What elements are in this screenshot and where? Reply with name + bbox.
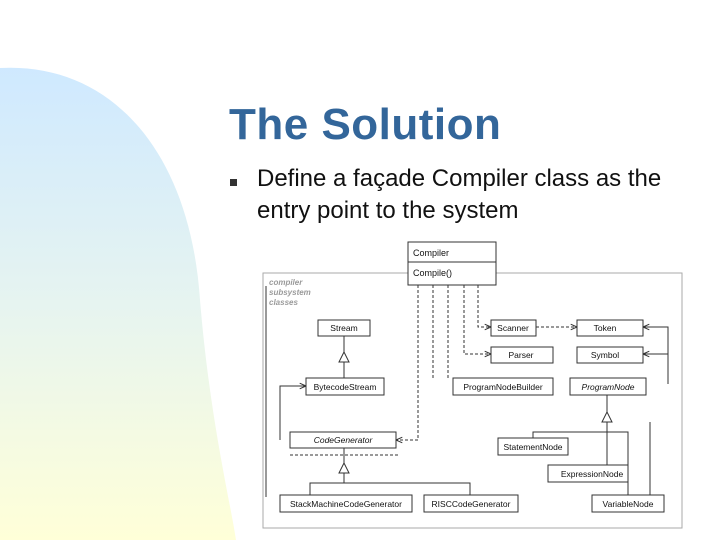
compiler-class-name: Compiler [413,248,449,258]
subsystem-label-line-1: compiler [269,278,303,287]
expression-node-class-name: ExpressionNode [561,469,624,479]
parser-class-name: Parser [508,350,533,360]
parser-class-box [490,346,554,364]
statement-node-class-box [497,437,569,456]
bytecode-stream-class-name: BytecodeStream [314,382,377,392]
subsystem-label-line-3: classes [269,298,298,307]
code-generator-class-name: CodeGenerator [314,435,374,445]
statement-node-class-name: StatementNode [503,442,562,452]
stack-machine-code-generator-class-box [279,494,413,513]
stream-class-name: Stream [330,323,357,333]
compiler-operation: Compile() [413,268,452,278]
program-node-builder-class-box [452,377,554,396]
risc-code-generator-class-name: RISCCodeGenerator [432,499,511,509]
symbol-class-box [576,346,644,364]
program-node-class-name: ProgramNode [582,382,635,392]
scanner-class-name: Scanner [497,323,529,333]
symbol-class-name: Symbol [591,350,619,360]
variable-node-class-name: VariableNode [603,499,654,509]
subsystem-frame [262,272,683,529]
stream-class-box [317,319,371,337]
token-class-box [576,319,644,337]
slide-title: The Solution [229,100,502,149]
subsystem-label-line-2: subsystem [269,288,311,297]
scanner-class-box [490,319,537,337]
program-node-class-box [569,377,647,396]
token-class-name: Token [594,323,617,333]
expression-node-class-box [547,464,629,483]
code-generator-class-box [289,431,397,449]
bullet-text: Define a façade Compiler class as the en… [257,165,662,224]
risc-code-generator-class-box [423,494,519,513]
compiler-class-box [407,241,497,286]
bytecode-stream-class-box [305,377,385,396]
program-node-builder-class-name: ProgramNodeBuilder [463,382,543,392]
variable-node-class-box [591,494,665,513]
stack-machine-code-generator-class-name: StackMachineCodeGenerator [290,499,402,509]
square-bullet-icon [230,179,237,186]
